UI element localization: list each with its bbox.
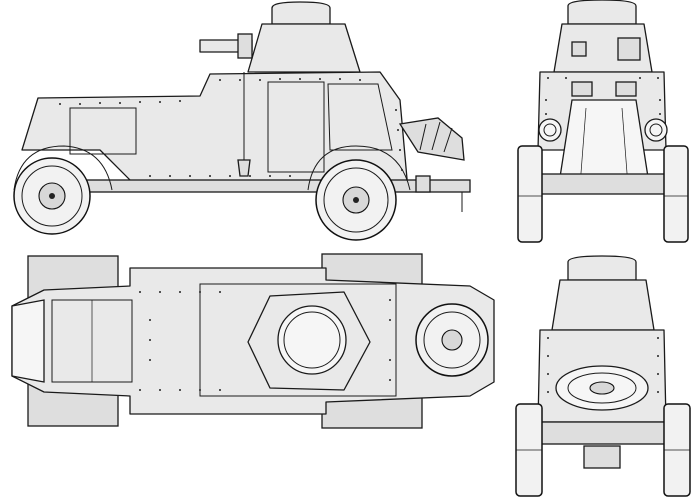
side-rear-mudguard [307,145,411,191]
side-door [267,81,325,173]
front-wheel-left [517,145,543,243]
side-rear-wheel [315,159,397,241]
front-visor-right [615,81,637,97]
rear-turret-dome [567,255,637,281]
top-turret-hatch [277,305,347,375]
rear-view [515,255,691,497]
front-turret-vision-port [617,37,641,61]
side-engine-panel [69,107,137,155]
front-turret-dome [567,0,637,25]
front-turret-mg-port [571,41,587,57]
front-view [517,0,689,243]
side-rivets [59,78,403,177]
rear-turret [551,279,655,331]
rear-differential [583,445,621,469]
side-rear-mount [398,117,465,161]
top-view [11,253,495,429]
side-front-wheel [13,157,91,235]
top-rivets [139,291,391,391]
side-front-mudguard [13,145,113,191]
front-headlight-left [538,118,562,142]
front-wheel-right [663,145,689,243]
top-radiator-armor [11,299,45,383]
front-bumper-axle [535,173,669,195]
front-headlight-right [644,118,668,142]
side-view [13,1,471,241]
top-spare-wheel [415,303,489,377]
front-rivets [545,77,661,115]
rear-bumper-axle [535,421,669,445]
side-hull [21,71,409,191]
top-fighting-compartment [199,283,397,397]
side-rear-lamp [415,175,431,193]
side-turret [199,1,361,73]
rear-rivets [547,337,659,393]
front-visor-left [571,81,593,97]
